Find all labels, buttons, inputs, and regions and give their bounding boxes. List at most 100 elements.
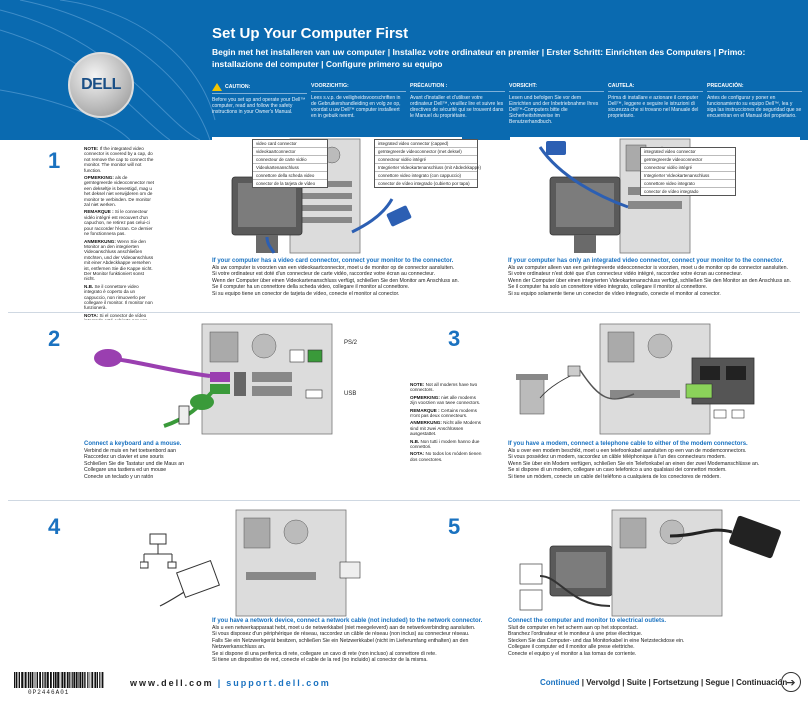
barcode-bar: [35, 672, 37, 688]
barcode-bar: [47, 672, 49, 688]
part-number-barcode: [14, 672, 104, 688]
connector-label: video card connector: [253, 140, 327, 148]
barcode-bar: [69, 672, 71, 688]
caution-text: Before you set up and operate your Dell™…: [212, 97, 306, 115]
caution-block: CAUTION: Before you set up and operate yo…: [212, 83, 307, 138]
barcode-bar: [36, 672, 38, 688]
caution-block: PRÉCAUTION :Avant d'installer et d'utili…: [410, 83, 505, 138]
step-number-4: 4: [48, 514, 61, 539]
step4-network-illustration: [140, 506, 400, 618]
barcode-bar: [78, 672, 79, 688]
caption-line: Collegare una tastiera ed un mouse: [84, 467, 167, 474]
caution-text: Avant d'installer et d'utiliser votre or…: [410, 95, 504, 119]
barcode-bar: [101, 672, 104, 688]
caption-line: Si tiene un dispositivo de red, conecte …: [212, 657, 428, 664]
caption-line: Als u over een modem beschikt, moet u ee…: [508, 448, 747, 454]
barcode-bar: [63, 672, 66, 688]
barcode-bar: [75, 672, 78, 688]
caution-heading: CAUTELA:: [608, 83, 703, 92]
connector-label: conector de la tarjeta de vídeo: [256, 181, 316, 186]
caption-line: Si vous possédez un modem, raccordez un …: [508, 454, 726, 461]
caption-line: Si tiene un módem, conecte un cable del …: [508, 473, 721, 480]
barcode-bar: [39, 672, 41, 688]
note-paragraph: REMARQUE : Certains modems n'ont pas deu…: [410, 407, 477, 419]
barcode-bar: [71, 672, 73, 688]
support-url-link[interactable]: support.dell.com: [226, 678, 331, 688]
caption-line: Als uw computer is voorzien van een vide…: [212, 265, 455, 271]
step3-modem-illustration: [510, 320, 800, 438]
header-banner: DELL Set Up Your Computer First Begin me…: [0, 0, 808, 140]
step1-integrated-video-illustration: [510, 137, 800, 255]
connector-label: videokaartconnector: [253, 148, 327, 156]
step1-caption-a: If your computer has a video card connec…: [212, 258, 507, 297]
page-title: Set Up Your Computer First: [212, 25, 409, 42]
barcode-bar: [59, 672, 61, 688]
barcode-bar: [53, 672, 55, 688]
caption-line: Si su equipo tiene un conector de tarjet…: [212, 290, 400, 297]
step-number-1: 1: [48, 148, 61, 173]
section-divider: [8, 312, 800, 313]
caution-heading: CAUTION:: [212, 83, 307, 94]
network-icon: [140, 533, 177, 569]
connector-label: geïntegreerde videoconnector: [641, 156, 735, 164]
barcode-bar: [91, 672, 94, 688]
barcode-bar: [66, 672, 69, 688]
connector-label: conector de vídeo integrado: [644, 189, 699, 194]
caution-text: Lees s.v.p. de veiligheidsvoorschriften …: [311, 95, 401, 119]
barcode-bar: [54, 672, 57, 688]
caption-line: Stecken Sie das Computer- und das Monito…: [508, 637, 685, 644]
note-paragraph: N.B. Se il connettore video integrato è …: [84, 283, 153, 311]
caption-line: Als u een netwerkapparaat hebt, moet u d…: [212, 625, 476, 631]
note-paragraph: ANMERKUNG: Nicht alle Modems sind mit zw…: [410, 420, 481, 437]
caution-text: Lesen und befolgen Sie vor dem Einrichte…: [509, 95, 599, 125]
barcode-bar: [17, 672, 19, 688]
dell-url-link[interactable]: www.dell.com: [130, 678, 214, 688]
step1-integrated-capped-labels: integrated video connector (capped)geïnt…: [374, 139, 481, 188]
section-divider-2: [8, 500, 800, 501]
connector-label: conector de vídeo integrado (cubierto po…: [378, 181, 470, 186]
caption-line: Sluit de computer en het scherm aan op h…: [508, 625, 639, 631]
step4-caption: If you have a network device, connect a …: [212, 618, 512, 663]
step3-note: NOTE: Not all modems have two connectors…: [410, 382, 482, 464]
barcode-bar: [44, 672, 45, 688]
barcode-bar: [14, 672, 16, 688]
caption-line: Se si dispone di una periferica di rete,…: [212, 650, 437, 657]
note-paragraph: ANMERKUNG: Wenn Sie den Monitor an den i…: [84, 238, 154, 282]
note-paragraph: N.B. Non tutti i modem hanno due connett…: [410, 438, 480, 450]
connector-label: integrated video connector: [641, 148, 735, 156]
barcode-bar: [18, 672, 20, 688]
step5-power-illustration: [510, 506, 800, 618]
caution-row: CAUTION: Before you set up and operate yo…: [212, 83, 802, 138]
note-paragraph: OPMERKING: niet alle modems zijn voorzie…: [410, 394, 481, 406]
barcode-bar: [61, 672, 64, 688]
barcode-bar: [42, 672, 44, 688]
barcode-bar: [79, 672, 82, 688]
barcode-bar: [73, 672, 76, 688]
caption-line: Schließen Sie die Tastatur und die Maus …: [84, 460, 184, 467]
warning-triangle-icon: [212, 83, 222, 91]
caption-line: Branchez l'ordinateur et le moniteur à u…: [508, 631, 643, 638]
note-paragraph: NOTE: Not all modems have two connectors…: [410, 382, 478, 393]
continue-arrow-icon[interactable]: ➔: [781, 672, 801, 692]
barcode-bar: [24, 672, 27, 688]
caption-line: Wenn Sie über ein Modem verfügen, schlie…: [508, 460, 760, 467]
caption-line: Conecte el equipo y el monitor a las tom…: [508, 650, 637, 657]
barcode-bar: [15, 672, 17, 688]
note-paragraph: OPMERKING: als de geïntegreerde videocon…: [84, 175, 154, 208]
caution-heading: PRECAUCIÓN:: [707, 83, 802, 92]
caption-line: Se il computer ha un connettore della sc…: [212, 284, 410, 291]
barcode-bar: [81, 672, 83, 688]
caution-heading: VOORZICHTIG:: [311, 83, 406, 92]
connector-label: connecteur de carte vidéo: [253, 156, 327, 164]
barcode-bar: [33, 672, 35, 688]
barcode-bar: [87, 672, 89, 688]
connector-label: Videokartenanschluss: [253, 164, 327, 172]
caution-block: PRECAUCIÓN:Antes de configurar y poner e…: [707, 83, 802, 138]
note-paragraph: REMARQUE : Si le connecteur vidéo intégr…: [84, 209, 153, 237]
barcode-bar: [29, 672, 32, 688]
caption-line: Si votre ordinateur est doté d'un connec…: [212, 271, 436, 278]
caption-line: Als uw computer alleen van een geïntegre…: [508, 265, 789, 271]
caution-block: VOORZICHTIG: Lees s.v.p. de veiligheidsvo…: [311, 83, 406, 138]
part-number: 0P2446A01: [28, 689, 70, 696]
